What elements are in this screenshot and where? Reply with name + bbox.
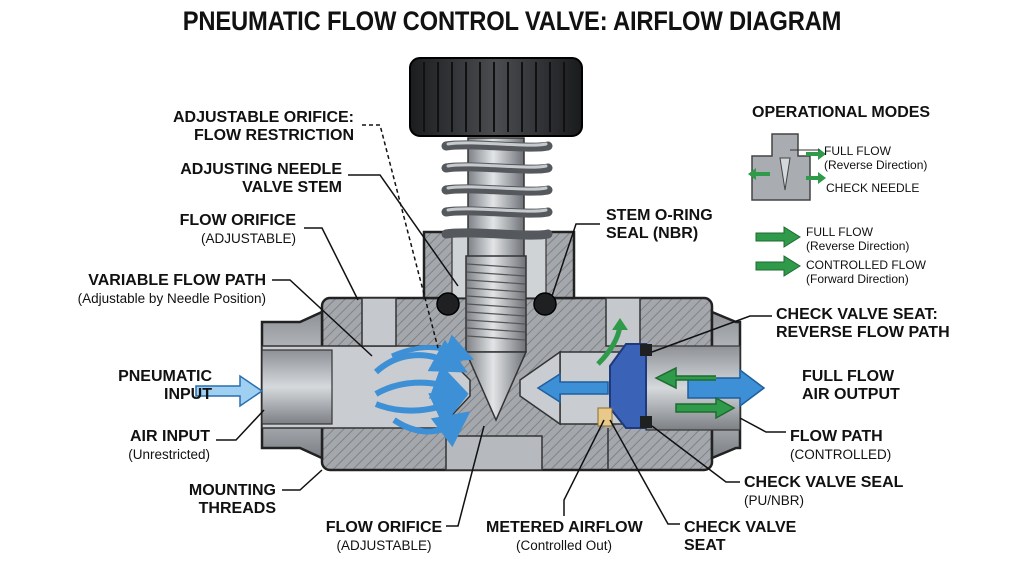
label-line: STEM O-RING bbox=[606, 207, 713, 224]
needle-stem bbox=[464, 137, 528, 422]
label-line: CHECK VALVE SEAT: bbox=[776, 306, 938, 323]
label-full-flow-output: FULL FLOW AIR OUTPUT bbox=[802, 368, 922, 404]
label-line: REVERSE FLOW PATH bbox=[776, 324, 950, 341]
metered-airflow-insert bbox=[597, 407, 613, 427]
label-air-input-sub: (Unrestricted) bbox=[128, 447, 210, 462]
label-air-input: AIR INPUT bbox=[130, 428, 210, 445]
operational-modes-heading: OPERATIONAL MODES bbox=[752, 104, 931, 121]
spring bbox=[441, 140, 553, 240]
label-line: FULL FLOW bbox=[802, 368, 895, 385]
label-variable-flow-path-sub: (Adjustable by Needle Position) bbox=[77, 291, 266, 306]
legend-arrows bbox=[755, 226, 801, 277]
label-flow-orifice-bottom: FLOW ORIFICE bbox=[325, 519, 443, 536]
icon-label-full-flow-sub: (Reverse Direction) bbox=[824, 158, 928, 172]
output-flow-arrows bbox=[536, 318, 766, 420]
label-line: ADJUSTABLE ORIFICE: bbox=[172, 109, 354, 126]
label-flow-orifice-top: FLOW ORIFICE bbox=[150, 212, 296, 230]
label-check-valve-seal: CHECK VALVE SEAL bbox=[744, 474, 904, 491]
label-check-valve-seat-top: CHECK VALVE SEAT: REVERSE FLOW PATH bbox=[776, 306, 956, 342]
legend-full-flow-sub: (Reverse Direction) bbox=[806, 239, 910, 253]
leader-lines bbox=[216, 124, 786, 527]
stem-oring-left bbox=[436, 292, 460, 316]
label-flow-path-sub: (CONTROLLED) bbox=[790, 447, 892, 462]
adjustment-knob bbox=[409, 57, 583, 137]
label-line: SEAL (NBR) bbox=[606, 225, 699, 242]
legend-controlled-flow-sub: (Forward Direction) bbox=[806, 272, 909, 286]
label-line: INPUT bbox=[164, 386, 212, 403]
diagram-title: PNEUMATIC FLOW CONTROL VALVE: AIRFLOW DI… bbox=[182, 6, 842, 36]
label-pneumatic-input: PNEUMATIC INPUT bbox=[90, 368, 212, 404]
label-metered-airflow: METERED AIRFLOW bbox=[486, 519, 643, 536]
label-line: THREADS bbox=[198, 500, 276, 517]
label-adjustable-orifice: ADJUSTABLE ORIFICE: FLOW RESTRICTION bbox=[150, 109, 354, 145]
label-line: FLOW RESTRICTION bbox=[194, 127, 354, 144]
label-needle-stem: ADJUSTING NEEDLE VALVE STEM bbox=[150, 161, 342, 197]
label-line: PNEUMATIC bbox=[118, 368, 212, 385]
label-flow-path: FLOW PATH bbox=[790, 428, 883, 445]
label-check-valve-seat-bottom: CHECK VALVE SEAT bbox=[684, 519, 804, 555]
icon-label-full-flow: FULL FLOW bbox=[824, 144, 891, 158]
label-stem-oring: STEM O-RING SEAL (NBR) bbox=[606, 207, 736, 243]
label-check-valve-seal-sub: (PU/NBR) bbox=[744, 493, 804, 508]
label-line: FLOW ORIFICE bbox=[179, 212, 296, 229]
label-mounting-threads: MOUNTING THREADS bbox=[150, 482, 276, 518]
label-line: SEAT bbox=[684, 537, 726, 554]
label-line: MOUNTING bbox=[188, 482, 276, 499]
label-variable-flow-path: VARIABLE FLOW PATH bbox=[88, 272, 266, 289]
stem-oring-right bbox=[533, 292, 557, 316]
check-valve-seat bbox=[609, 343, 652, 429]
label-metered-airflow-sub: (Controlled Out) bbox=[515, 538, 613, 553]
label-line: CHECK VALVE bbox=[684, 519, 797, 536]
legend-full-flow: FULL FLOW bbox=[806, 225, 873, 239]
operational-modes-icon bbox=[748, 133, 826, 201]
legend-controlled-flow: CONTROLLED FLOW bbox=[806, 258, 927, 272]
label-line: VALVE STEM bbox=[242, 179, 342, 196]
label-flow-orifice-bottom-sub: (ADJUSTABLE) bbox=[336, 538, 432, 553]
icon-label-check-needle: CHECK NEEDLE bbox=[826, 181, 920, 195]
label-line: AIR OUTPUT bbox=[802, 386, 900, 403]
input-flow-arrows bbox=[195, 334, 474, 448]
label-line: ADJUSTING NEEDLE bbox=[180, 161, 342, 178]
label-flow-orifice-top-sub: (ADJUSTABLE) bbox=[200, 231, 296, 246]
